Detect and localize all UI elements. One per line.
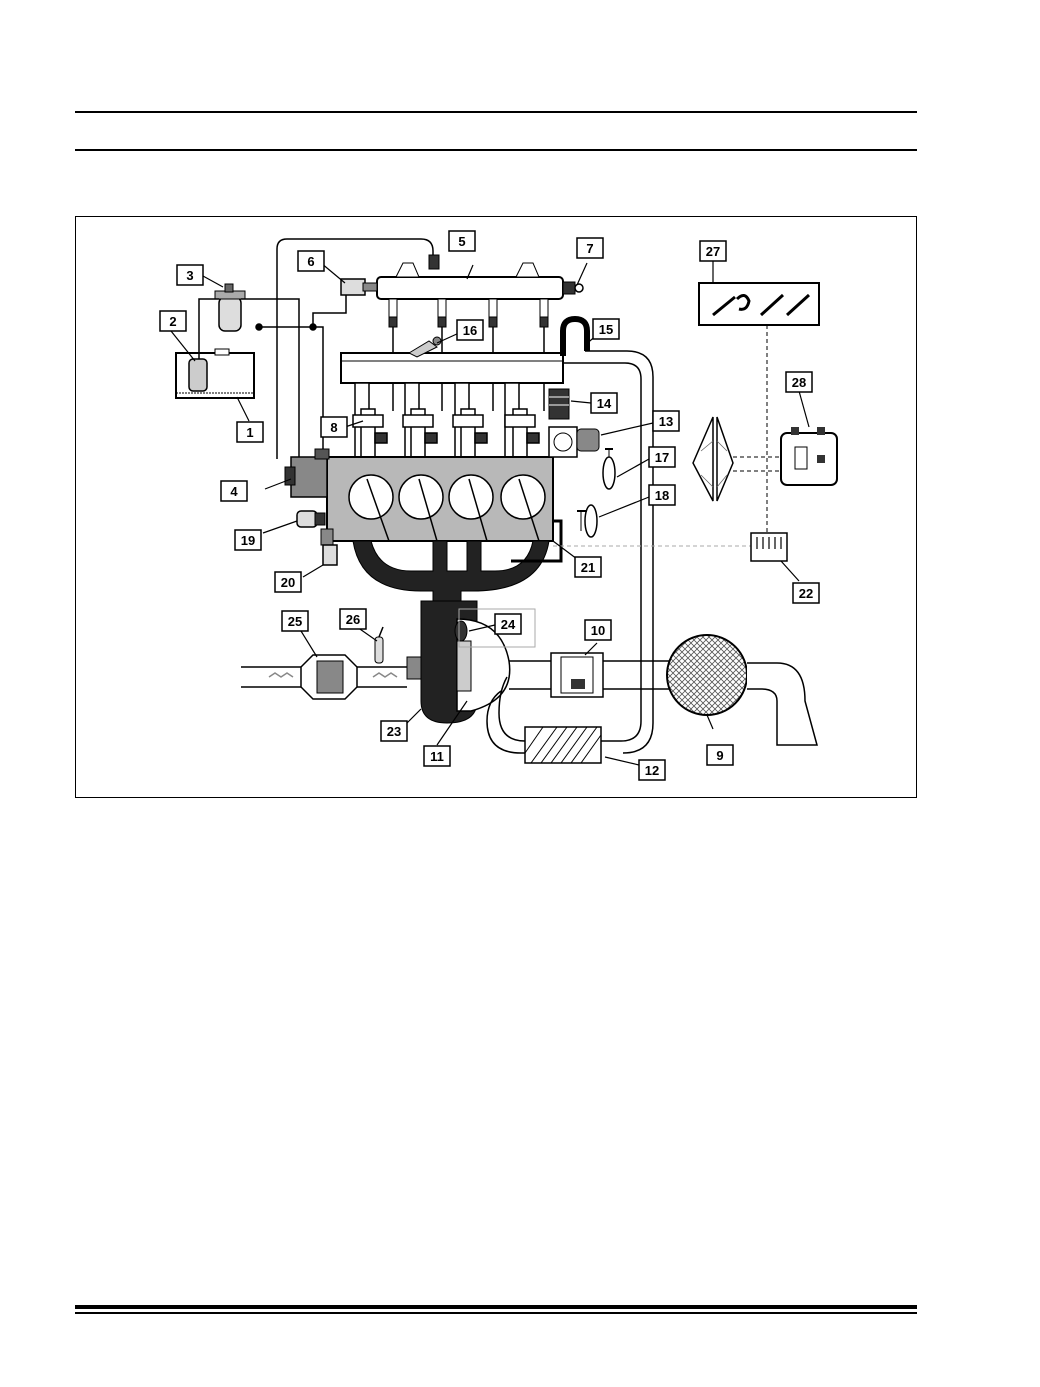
callout-16: 16 [456,319,484,341]
footer-rule-thick [75,1305,917,1309]
ecu [780,427,838,486]
wastegate-actuator [454,608,536,648]
injectors [352,408,540,460]
mass-air-flow-sensor [550,652,604,698]
callout-6: 6 [297,250,325,272]
svg-text:5: 5 [458,234,465,249]
callout-5: 5 [448,230,476,252]
callout-1: 1 [236,421,264,443]
high-pressure-pump [284,448,330,498]
engine-block [326,456,554,542]
callout-26: 26 [339,608,367,630]
fuel-tank [175,348,255,399]
leader-lines [170,259,810,766]
svg-text:20: 20 [281,575,295,590]
callout-14: 14 [590,392,618,414]
callout-13: 13 [652,410,680,432]
in-tank-filter [188,358,208,392]
svg-text:11: 11 [430,749,444,764]
callout-12: 12 [638,759,666,781]
callout-28: 28 [785,371,813,393]
egr-pipe [560,315,590,356]
callout-27: 27 [699,240,727,262]
svg-text:27: 27 [706,244,720,259]
svg-text:25: 25 [288,614,302,629]
callout-4: 4 [220,480,248,502]
lambda-sensor [374,626,384,664]
svg-text:7: 7 [586,241,593,256]
callout-7: 7 [576,237,604,259]
fuel-filter [214,283,246,332]
callout-11: 11 [423,745,451,767]
callout-20: 20 [274,571,302,593]
intake-air-temp-sensor [577,504,598,538]
callout-9: 9 [706,744,734,766]
top-rule [75,111,917,113]
svg-text:12: 12 [645,763,659,778]
svg-text:13: 13 [659,414,673,429]
common-rail [376,254,564,328]
callout-25: 25 [281,610,309,632]
svg-text:8: 8 [330,420,337,435]
intercooler [486,676,602,764]
ecu-connections [553,325,781,547]
svg-text:15: 15 [599,322,613,337]
svg-text:2: 2 [169,314,176,329]
callout-24: 24 [494,613,522,635]
glow-plug [407,336,442,358]
air-filter [666,634,818,746]
catalytic-converter [300,654,358,700]
pressure-regulator [340,278,378,296]
svg-text:18: 18 [655,488,669,503]
egr-cooler-line [511,519,563,563]
svg-text:17: 17 [655,450,669,465]
header-rule [75,149,917,151]
svg-text:22: 22 [799,586,813,601]
egr-valve [548,388,570,420]
callout-3: 3 [176,264,204,286]
svg-text:24: 24 [501,617,516,632]
callout-18: 18 [648,484,676,506]
rail-pressure-sensor [562,281,584,295]
callout-19: 19 [234,529,262,551]
sensor-wiring-bundle [692,416,734,502]
intake-pipe [563,350,654,754]
callout-10: 10 [584,619,612,641]
footer-rule-thin [75,1312,917,1314]
callout-21: 21 [574,556,602,578]
svg-text:19: 19 [241,533,255,548]
svg-text:14: 14 [597,396,612,411]
camshaft-sensor [296,510,326,528]
svg-text:6: 6 [307,254,314,269]
svg-text:28: 28 [792,375,806,390]
svg-text:1: 1 [246,425,253,440]
svg-text:26: 26 [346,612,360,627]
engine-system-diagram: 1 2 3 4 5 6 7 8 9 10 11 12 13 14 15 16 1… [75,216,917,798]
turbocharger [406,618,511,712]
svg-text:23: 23 [387,724,401,739]
callout-17: 17 [648,446,676,468]
callout-8: 8 [320,416,348,438]
svg-text:10: 10 [591,623,605,638]
fuel-lines [198,238,434,459]
svg-text:9: 9 [716,748,723,763]
callout-15: 15 [592,318,620,340]
throttle-body [548,426,600,458]
boost-pressure-sensor [602,448,616,490]
svg-text:4: 4 [230,484,238,499]
coolant-temp-sensor [320,528,338,566]
svg-text:21: 21 [581,560,595,575]
diagnostic-connector [750,532,788,562]
callout-22: 22 [792,582,820,604]
callout-23: 23 [380,720,408,742]
svg-text:16: 16 [463,323,477,338]
callout-2: 2 [159,310,187,332]
immobilizer-keys [698,282,820,326]
svg-text:3: 3 [186,268,193,283]
